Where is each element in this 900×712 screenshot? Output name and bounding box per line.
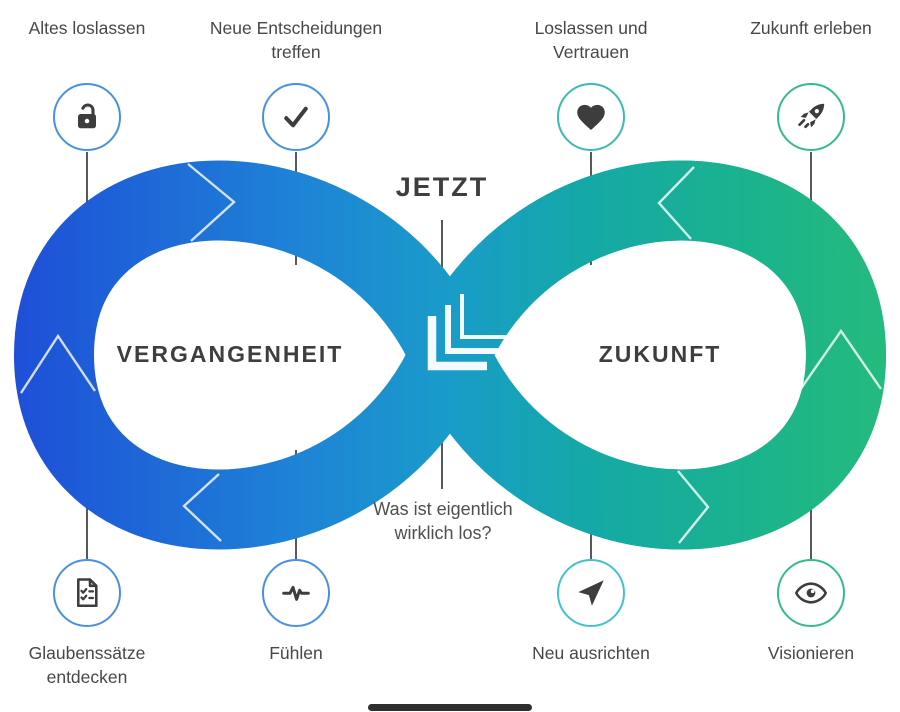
flow-chevrons: [19, 163, 882, 544]
rocket-circle: [777, 83, 845, 151]
check-circle: [262, 83, 330, 151]
checklist-icon: [77, 578, 98, 608]
label-glaubenssaetze-entdecken: Glaubenssätze entdecken: [28, 643, 146, 687]
label-fuehlen: Fühlen: [269, 643, 323, 663]
chevron-right-side-icon: [799, 328, 882, 391]
eye-icon: [794, 582, 828, 604]
label-altes-loslassen: Altes loslassen: [28, 18, 146, 38]
chevron-right-top-icon: [657, 166, 695, 240]
label-zukunft-erleben: Zukunft erleben: [750, 18, 872, 38]
pulse-icon: [282, 585, 310, 601]
chevron-right-bottom-icon: [677, 470, 710, 544]
chevron-left-top-icon: [187, 163, 236, 242]
navigation-icon: [578, 580, 604, 606]
past-heading: VERGANGENHEIT: [116, 341, 344, 367]
checklist-circle: [53, 559, 121, 627]
check-icon: [284, 106, 308, 128]
now-heading: JETZT: [395, 172, 489, 202]
label-loslassen-und-vertrauen: Loslassen und Vertrauen: [534, 18, 648, 62]
question-text: Was ist eigentlich wirklich los?: [373, 499, 513, 544]
chevron-left-bottom-icon: [182, 473, 222, 542]
bottom-indicator-bar: [368, 704, 532, 711]
label-neu-ausrichten: Neu ausrichten: [532, 643, 650, 663]
rocket-icon: [798, 103, 825, 129]
future-heading: ZUKUNFT: [598, 341, 722, 367]
label-neue-entscheidungen-treffen: Neue Entscheidungen treffen: [209, 18, 383, 62]
label-visionieren: Visionieren: [767, 643, 855, 663]
center-brackets-icon: [427, 294, 506, 371]
unlock-icon: [78, 103, 96, 129]
heart-icon: [577, 104, 605, 131]
infinity-ribbon-right-overlay: [413, 160, 887, 550]
chevron-left-side-icon: [19, 333, 96, 394]
